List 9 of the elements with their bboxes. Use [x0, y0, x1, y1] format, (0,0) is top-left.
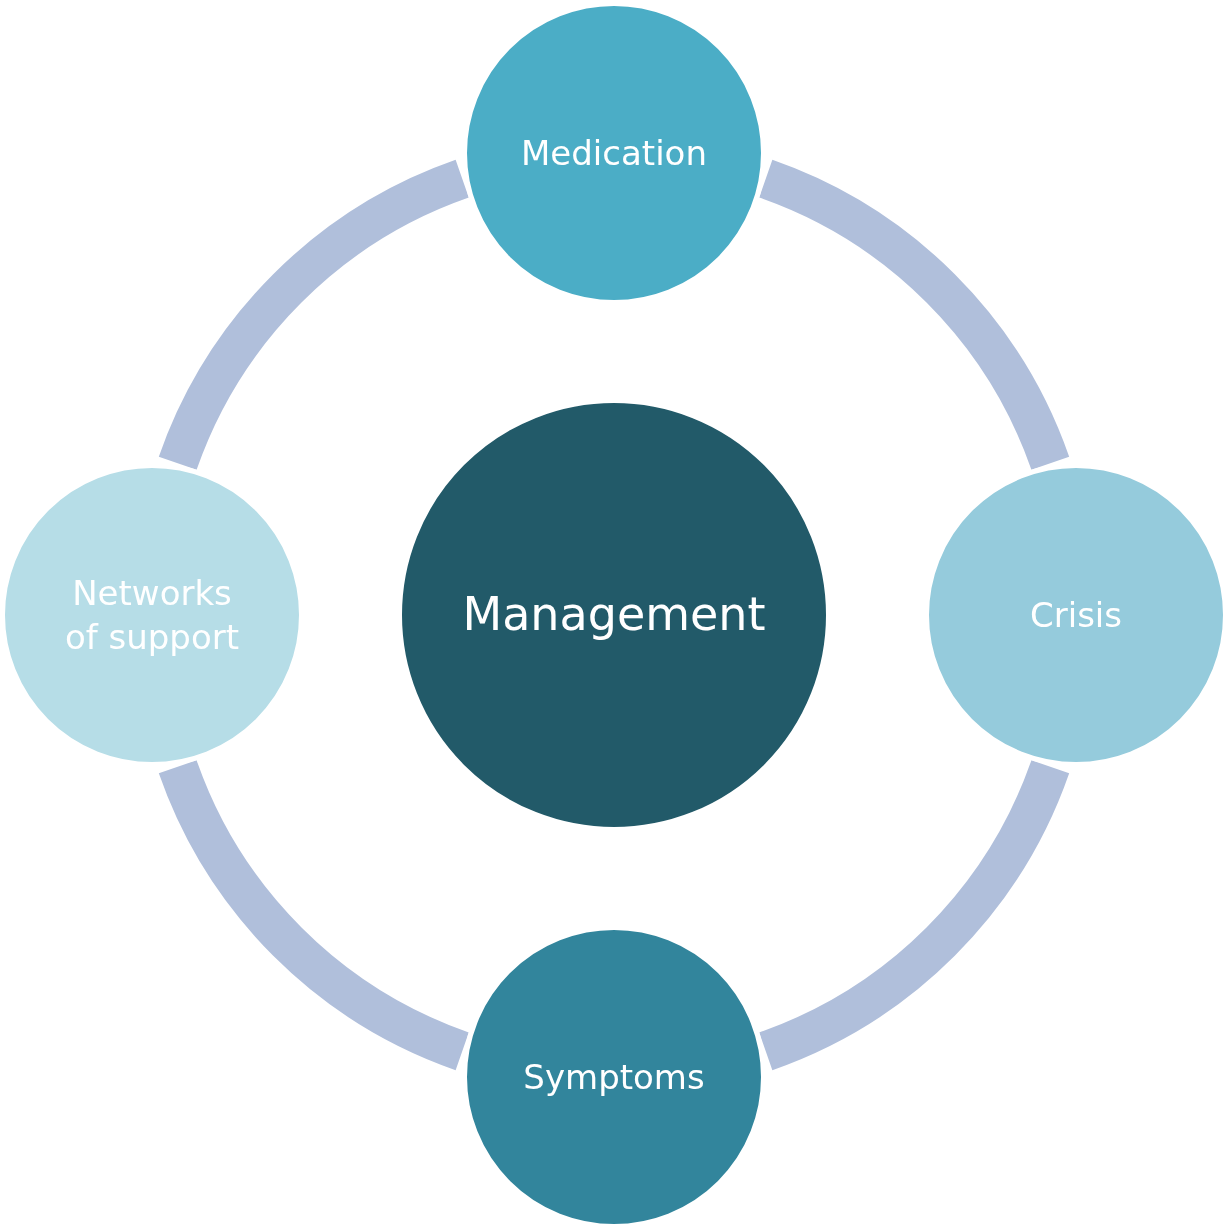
- ring-arc: [758, 759, 1069, 1070]
- ring-arc: [159, 759, 470, 1070]
- node-label: Symptoms: [523, 1055, 705, 1099]
- node-label: Management: [462, 586, 766, 644]
- ring-arc: [159, 160, 470, 471]
- node-label: Networks of support: [63, 571, 241, 659]
- node-label: Medication: [521, 131, 707, 175]
- ring-arc: [758, 160, 1069, 471]
- node-label: Crisis: [1029, 593, 1122, 637]
